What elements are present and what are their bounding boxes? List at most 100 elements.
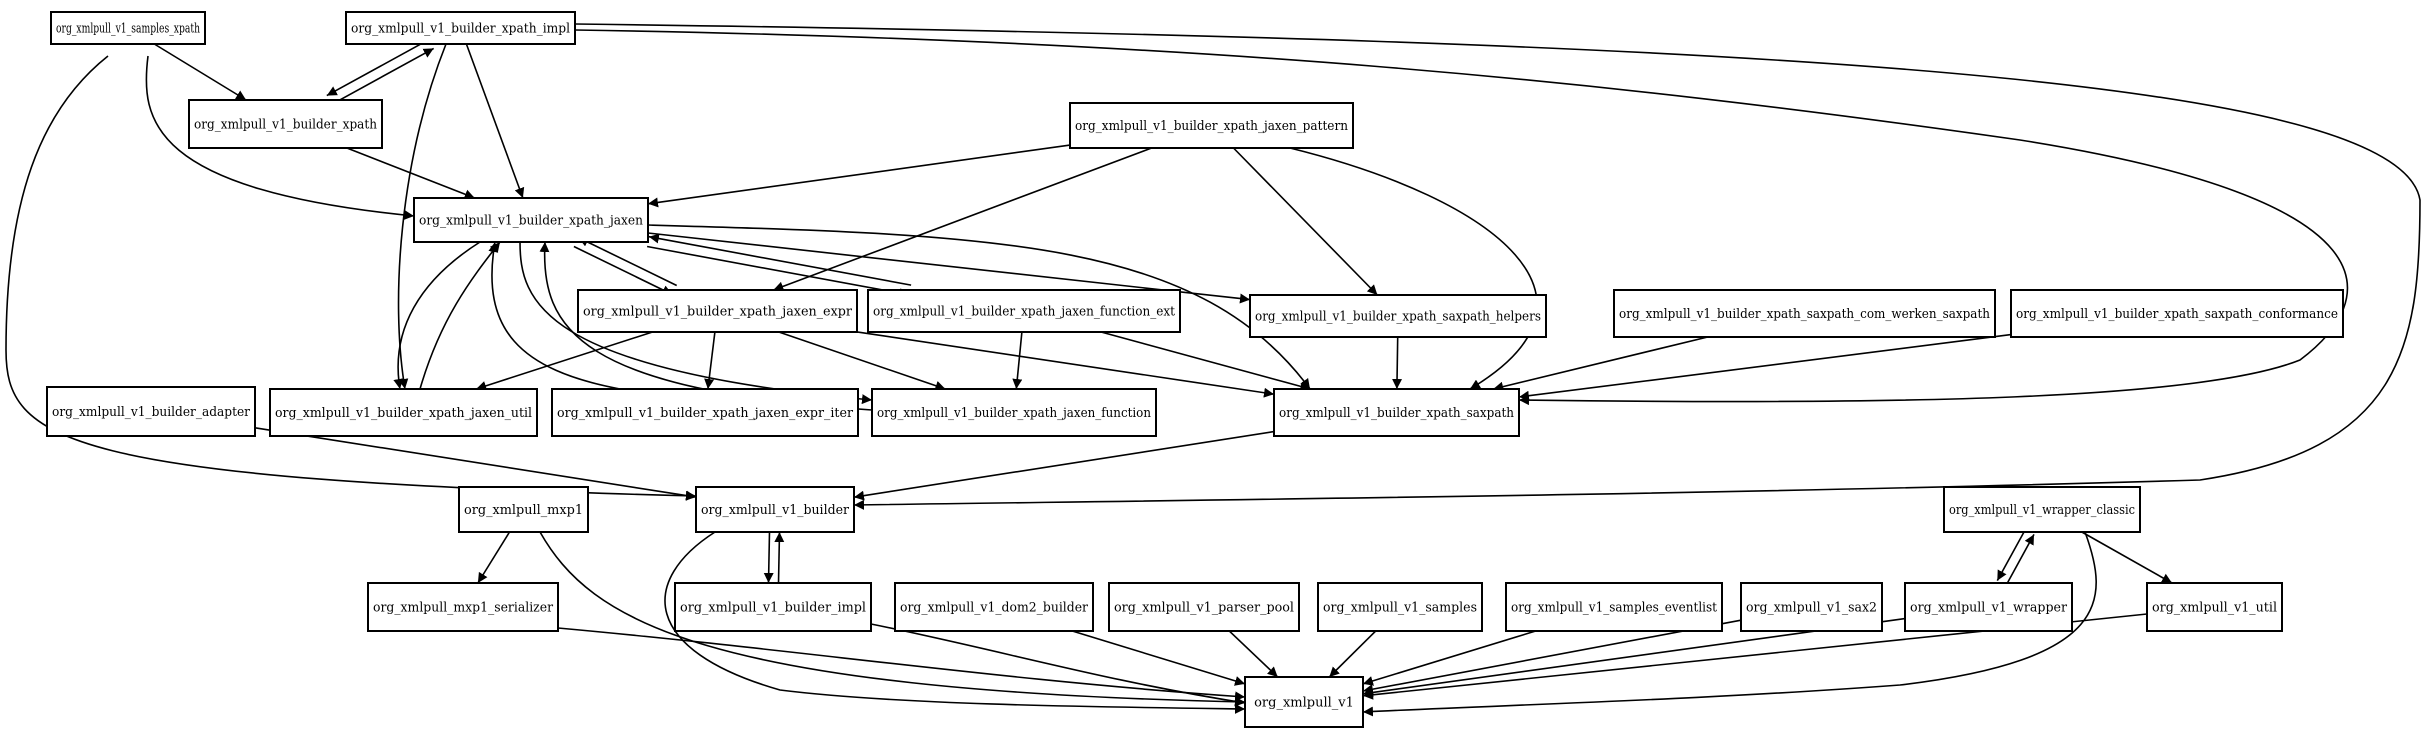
node-box: [1613, 289, 1996, 338]
edge-arrow: [1228, 630, 1279, 678]
edge-arrow: [1072, 630, 1246, 686]
edge-arrow: [477, 531, 511, 584]
edge-org-xmlpull-v1-builder-impl-to-org-xmlpull-v1: [870, 623, 1246, 707]
edge-org-xmlpull-v1-builder-xpath-impl-to-org-xmlpull-v1-builder-xpath: [326, 38, 430, 97]
edge-arrow: [2081, 531, 2173, 584]
edge-arrow: [577, 236, 678, 287]
node-label: org_xmlpull_v1_builder_xpath_jaxen_expr: [583, 305, 853, 320]
edge-org-xmlpull-v1-builder-xpath-jaxen-expr-to-org-xmlpull-v1-builder-xpath-saxpath: [856, 331, 1275, 398]
node-box: [894, 582, 1094, 632]
node-label: org_xmlpull_v1_builder_xpath_jaxen_util: [275, 406, 532, 421]
edge-org-xmlpull-v1-builder-xpath-jaxen-function-ext-to-org-xmlpull-v1-builder-xpath-saxpath: [1100, 331, 1311, 392]
node-box: [1943, 486, 2141, 533]
edge-org-xmlpull-v1-wrapper-classic-to-org-xmlpull-v1-wrapper: [1996, 529, 2027, 581]
edge-arrow: [1362, 630, 1536, 686]
edge-org-xmlpull-v1-builder-xpath-jaxen-expr-to-org-xmlpull-v1-builder-xpath-jaxen-expr-iter: [704, 331, 716, 390]
edge-arrow: [397, 43, 447, 390]
edge-org-xmlpull-v1-builder-xpath-jaxen-expr-to-org-xmlpull-v1-builder-xpath-jaxen-util: [475, 331, 653, 391]
edge-org-xmlpull-v1-builder-adapter-to-org-xmlpull-v1-builder: [254, 427, 697, 501]
edge-arrow: [254, 427, 697, 501]
edge-org-xmlpull-v1-builder-xpath-jaxen-function-ext-to-org-xmlpull-v1-builder-xpath-jaxen-function: [1012, 331, 1023, 390]
node-label: org_xmlpull_v1_builder_xpath_saxpath_hel…: [1255, 310, 1541, 325]
edge-arrow: [778, 331, 946, 391]
edge-arrow: [1232, 147, 1378, 296]
node-org-xmlpull-mxp1: org_xmlpull_mxp1: [458, 486, 589, 533]
edge-org-xmlpull-v1-builder-impl-to-org-xmlpull-v1-builder: [774, 532, 785, 584]
edge-arrow: [647, 144, 1071, 208]
node-box: [2010, 289, 2344, 338]
node-label: org_xmlpull_v1_wrapper_classic: [1949, 503, 2135, 518]
node-org-xmlpull-v1-wrapper-classic: org_xmlpull_v1_wrapper_classic: [1943, 486, 2141, 533]
edge-arrow: [853, 430, 1275, 501]
edge-org-xmlpull-v1-samples-xpath-to-org-xmlpull-v1-builder-xpath-jaxen: [145, 55, 415, 220]
node-label: org_xmlpull_v1_builder: [701, 503, 850, 518]
node-label: org_xmlpull_v1_builder_xpath_saxpath_con…: [2016, 307, 2338, 322]
edge-arrow: [5, 55, 697, 501]
node-org-xmlpull-v1-builder-xpath-impl: org_xmlpull_v1_builder_xpath_impl: [345, 11, 576, 45]
edge-org-xmlpull-v1-samples-xpath-to-org-xmlpull-v1-builder-xpath: [153, 43, 247, 101]
edge-org-xmlpull-v1-builder-xpath-impl-to-org-xmlpull-v1-builder-xpath-jaxen-util: [397, 43, 447, 390]
edge-org-xmlpull-v1-builder-xpath-jaxen-to-org-xmlpull-v1-builder-xpath-jaxen-expr: [573, 245, 673, 296]
node-label: org_xmlpull_mxp1_serializer: [373, 601, 554, 616]
node-label: org_xmlpull_v1_dom2_builder: [900, 601, 1089, 616]
node-label: org_xmlpull_v1_builder_xpath_jaxen_patte…: [1075, 119, 1349, 134]
edge-arrow: [393, 241, 481, 390]
node-box: [1244, 676, 1364, 728]
node-box: [1108, 582, 1300, 632]
edge-org-xmlpull-v1-builder-xpath-jaxen-expr-to-org-xmlpull-v1-builder-xpath-jaxen-function: [778, 331, 946, 391]
node-box: [871, 388, 1157, 437]
edge-arrow: [419, 241, 501, 390]
node-box: [345, 11, 576, 45]
edge-org-xmlpull-v1-samples-eventlist-to-org-xmlpull-v1: [1362, 630, 1536, 686]
edge-arrow: [1362, 531, 2097, 717]
edge-arrow: [574, 23, 2421, 510]
node-label: org_xmlpull_v1: [1254, 696, 1354, 711]
edge-arrow: [1996, 529, 2027, 581]
node-org-xmlpull-v1-builder-xpath-saxpath: org_xmlpull_v1_builder_xpath_saxpath: [1273, 388, 1520, 437]
edge-org-xmlpull-v1-builder-xpath-to-org-xmlpull-v1-builder-xpath-impl: [331, 47, 435, 106]
edge-org-xmlpull-mxp1-serializer-to-org-xmlpull-v1: [557, 627, 1246, 702]
edge-arrow: [346, 147, 475, 200]
edge-org-xmlpull-v1-wrapper-classic-to-org-xmlpull-v1-util: [2081, 531, 2173, 584]
edge-arrow: [870, 623, 1246, 707]
node-box: [2146, 582, 2283, 632]
edge-org-xmlpull-v1-builder-xpath-jaxen-pattern-to-org-xmlpull-v1-builder-xpath-jaxen: [647, 144, 1071, 208]
node-org-xmlpull-v1-parser-pool: org_xmlpull_v1_parser_pool: [1108, 582, 1300, 632]
node-org-xmlpull-v1-builder-xpath-jaxen-expr-iter: org_xmlpull_v1_builder_xpath_jaxen_expr_…: [551, 388, 859, 437]
edge-arrow: [856, 331, 1275, 398]
edge-arrow: [539, 531, 1246, 707]
edge-arrow: [557, 627, 1246, 702]
node-org-xmlpull-v1-samples-xpath: org_xmlpull_v1_samples_xpath: [50, 11, 206, 45]
edge-org-xmlpull-v1-builder-xpath-jaxen-to-org-xmlpull-v1-builder-xpath-saxpath-helpers: [647, 232, 1251, 304]
edge-arrow: [647, 232, 1251, 304]
edge-org-xmlpull-v1-builder-xpath-saxpath-com-werken-saxpath-to-org-xmlpull-v1-builder-xpath-saxpath: [1493, 336, 1708, 392]
node-label: org_xmlpull_mxp1: [464, 503, 583, 518]
node-org-xmlpull-v1-samples-eventlist: org_xmlpull_v1_samples_eventlist: [1505, 582, 1723, 632]
edge-arrow: [1012, 331, 1023, 390]
node-org-xmlpull-mxp1-serializer: org_xmlpull_mxp1_serializer: [367, 582, 559, 632]
node-label: org_xmlpull_v1_builder_xpath_jaxen_funct…: [877, 406, 1152, 421]
edge-arrow: [574, 29, 2349, 406]
node-box: [367, 582, 559, 632]
node-box: [1505, 582, 1723, 632]
node-label: org_xmlpull_v1_util: [2152, 601, 2277, 616]
node-box: [46, 386, 256, 437]
node-label: org_xmlpull_v1_builder_xpath_saxpath_com…: [1619, 307, 1991, 322]
edge-arrow: [1289, 147, 1538, 390]
node-org-xmlpull-v1-sax2: org_xmlpull_v1_sax2: [1740, 582, 1883, 632]
node-org-xmlpull-v1-builder: org_xmlpull_v1_builder: [695, 486, 855, 533]
edge-org-xmlpull-v1-builder-xpath-jaxen-expr-iter-to-org-xmlpull-v1-builder-xpath-jaxen: [488, 241, 621, 390]
edge-arrow: [763, 531, 774, 583]
node-org-xmlpull-v1-builder-impl: org_xmlpull_v1_builder_impl: [674, 582, 872, 632]
node-label: org_xmlpull_v1_sax2: [1746, 601, 1877, 616]
node-label: org_xmlpull_v1_wrapper: [1910, 601, 2068, 616]
node-box: [695, 486, 855, 533]
edge-org-xmlpull-v1-builder-xpath-impl-to-org-xmlpull-v1-builder: [574, 23, 2421, 510]
node-label: org_xmlpull_v1_builder_impl: [680, 601, 866, 616]
edge-org-xmlpull-v1-builder-to-org-xmlpull-v1: [664, 531, 1246, 714]
edge-org-xmlpull-v1-wrapper-classic-to-org-xmlpull-v1: [1362, 531, 2097, 717]
edge-arrow: [646, 245, 910, 299]
node-org-xmlpull-v1-builder-xpath-saxpath-conformance: org_xmlpull_v1_builder_xpath_saxpath_con…: [2010, 289, 2344, 338]
node-label: org_xmlpull_v1_builder_xpath_jaxen: [419, 214, 644, 229]
node-label: org_xmlpull_v1_builder_xpath: [194, 118, 378, 133]
